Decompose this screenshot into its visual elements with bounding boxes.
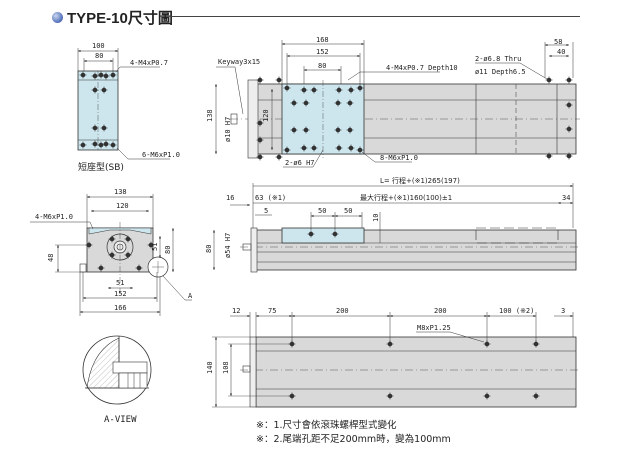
dim-outer: 138 [114, 188, 127, 196]
dim-outer: 100 [92, 42, 105, 50]
section-title: TYPE-10尺寸圖 [67, 9, 173, 27]
end-view: A 138 120 4-M6xP1.0 51 152 166 48 80 51 [30, 188, 193, 316]
detail-label: A [188, 292, 193, 300]
section-header: TYPE-10尺寸圖 [52, 6, 173, 28]
dim-height-right: 80 [164, 246, 172, 254]
dim-height: 138 [206, 109, 214, 122]
dim-height: 140 [206, 361, 214, 374]
dim-shaft: ø54 H7 [224, 233, 232, 258]
dim-inner: 80 [318, 62, 326, 70]
dim-inner: 80 [95, 52, 103, 60]
dim-end-outer: 58 [554, 38, 562, 46]
dim-bottom-mid: 152 [114, 290, 127, 298]
callout-top: 4-M4xP0.7 [130, 59, 168, 67]
side-carriage [281, 227, 365, 244]
callout-counterbore: ø11 Depth6.5 [475, 68, 526, 76]
dim-shaft: ø10 H7 [224, 117, 232, 142]
callout-tap-top: 4-M4xP0.7 Depth10 [386, 64, 458, 72]
dim-pitch-2: 50 [344, 207, 352, 215]
callout-thru-hole: 2-ø6.8 Thru [475, 55, 521, 63]
dim-inner-height: 108 [222, 361, 230, 374]
dim-overall: 168 [316, 36, 329, 44]
dim-middle: 152 [316, 48, 329, 56]
bottom-view: 12 75 200 200 100 (※2) 3 M8xP1.25 140 10… [206, 307, 580, 408]
dim-left-end: 16 [226, 194, 234, 202]
dim-first: 75 [268, 307, 276, 315]
dim-pitch-1: 200 [336, 307, 349, 315]
dim-max-stroke: 最大行程+(※1)160(100)±1 [360, 193, 452, 202]
dim-last: 100 (※2) [499, 307, 534, 315]
callout-keyway: Keyway3x15 [218, 58, 260, 66]
carriage-end-position [475, 227, 559, 244]
callout-tap: M8xP1.25 [417, 324, 451, 332]
short-seat-view: 100 80 4-M4xP0.7 6-M6xP1.0 短座型(SB) [77, 42, 180, 173]
detail-view-a: A-VIEW [82, 335, 152, 425]
notes: ※：1.尺寸會依滾珠螺桿型式變化 ※：2.尾端孔距不足200mm時，變為100m… [256, 419, 451, 447]
bottom-body [255, 336, 577, 408]
callout-tap-bottom: 8-M6xP1.0 [380, 154, 418, 162]
note-1: ※：1.尺寸會依滾珠螺桿型式變化 [256, 420, 397, 431]
side-view: L= 行程+(※1)265(197) 最大行程+(※1)160(100)±1 6… [205, 176, 580, 273]
callout-tap: 4-M6xP1.0 [35, 213, 73, 221]
dim-bottom-outer: 166 [114, 304, 127, 312]
dim-inner: 120 [116, 202, 129, 210]
dim-pitch-1: 50 [318, 207, 326, 215]
callout-bottom: 6-M6xP1.0 [142, 151, 180, 159]
bullet-icon [52, 11, 63, 23]
dim-height-left: 48 [47, 254, 55, 262]
dim-pitch-2: 200 [434, 307, 447, 315]
dim-right-end: 3 [561, 307, 565, 315]
dim-height-inner: 51 [151, 243, 159, 251]
header-rule [170, 16, 580, 17]
note-2: ※：2.尾端孔距不足200mm時，變為100mm [256, 434, 451, 445]
dim-height-small: 10 [372, 214, 380, 222]
detail-label: A-VIEW [104, 415, 137, 425]
shaft [230, 113, 238, 125]
end-block-left [247, 79, 259, 159]
callout-pins: 2-ø6 H7 [285, 159, 315, 167]
dim-gap: 5 [264, 207, 268, 215]
dim-right-end: 34 [562, 194, 570, 202]
dim-inner-height: 120 [262, 109, 270, 122]
dim-height: 80 [205, 245, 213, 253]
dim-length: L= 行程+(※1)265(197) [380, 176, 460, 185]
dim-left-offset: 63 (※1) [255, 194, 286, 202]
top-view: 168 152 80 138 120 ø10 H7 58 40 Keyway3x… [206, 36, 580, 168]
dim-end-inner: 40 [557, 48, 565, 56]
short-seat-label: 短座型(SB) [78, 161, 124, 173]
dim-left-end: 12 [232, 307, 240, 315]
dim-center: 51 [116, 279, 124, 287]
